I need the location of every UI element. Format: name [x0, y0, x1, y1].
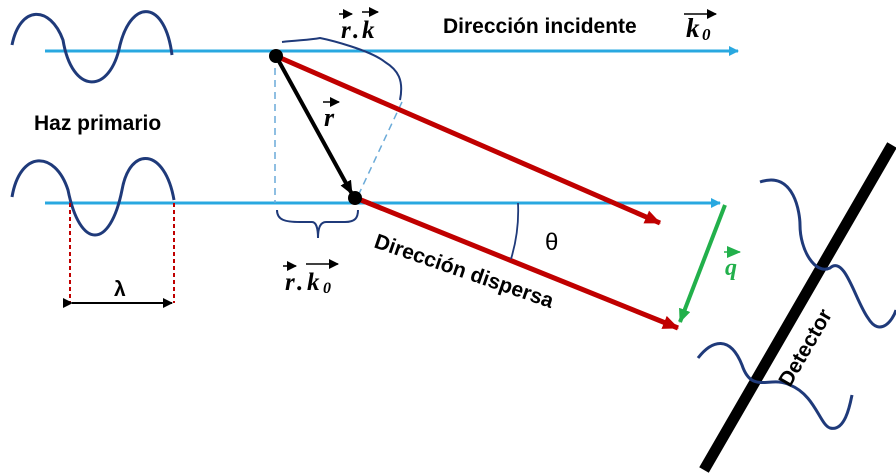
bracket-r-dot-k0 — [276, 209, 359, 239]
wave-bottom — [10, 157, 176, 237]
scattered-ray-bottom — [355, 195, 679, 331]
position-vector-symbol: r — [324, 103, 335, 132]
incident-vector-label: k 0 — [684, 9, 717, 44]
scattered-ray-top — [275, 53, 661, 226]
scatterer-point-2 — [348, 191, 362, 205]
incident-vector-subscript: 0 — [702, 25, 711, 44]
detector-wave-upper — [759, 178, 896, 329]
incident-direction-label: Dirección incidente — [443, 15, 637, 38]
detector-bar — [699, 142, 896, 473]
r-dot-k-r: r — [341, 17, 351, 44]
r-dot-k-label: r . k — [339, 7, 379, 44]
projection-dashed-right — [356, 101, 403, 199]
wave-top — [10, 10, 174, 84]
primary-beam-label: Haz primario — [34, 112, 161, 135]
r-dot-k0-sub: 0 — [323, 280, 331, 297]
wavelength-label: λ — [114, 278, 126, 301]
detector-label: Detector — [774, 305, 837, 390]
theta-label: θ — [545, 229, 558, 256]
r-dot-k0-label: r . k 0 — [283, 259, 339, 297]
q-vector-label: q — [725, 255, 737, 281]
incident-vector-symbol: k — [686, 13, 700, 43]
detector-wave-lower — [696, 342, 854, 430]
scatterer-point-1 — [269, 49, 283, 63]
position-vector-r — [274, 55, 354, 195]
theta-arc — [510, 202, 520, 260]
position-vector-label: r — [323, 97, 340, 132]
r-dot-k-k: k — [362, 17, 375, 44]
r-dot-k0-k: k — [307, 269, 320, 296]
bracket-r-dot-k — [281, 36, 403, 101]
r-dot-k0-dot: . — [297, 269, 303, 296]
r-dot-k0-r: r — [285, 269, 295, 296]
r-dot-k-dot: . — [353, 17, 359, 44]
q-vector — [678, 204, 727, 323]
